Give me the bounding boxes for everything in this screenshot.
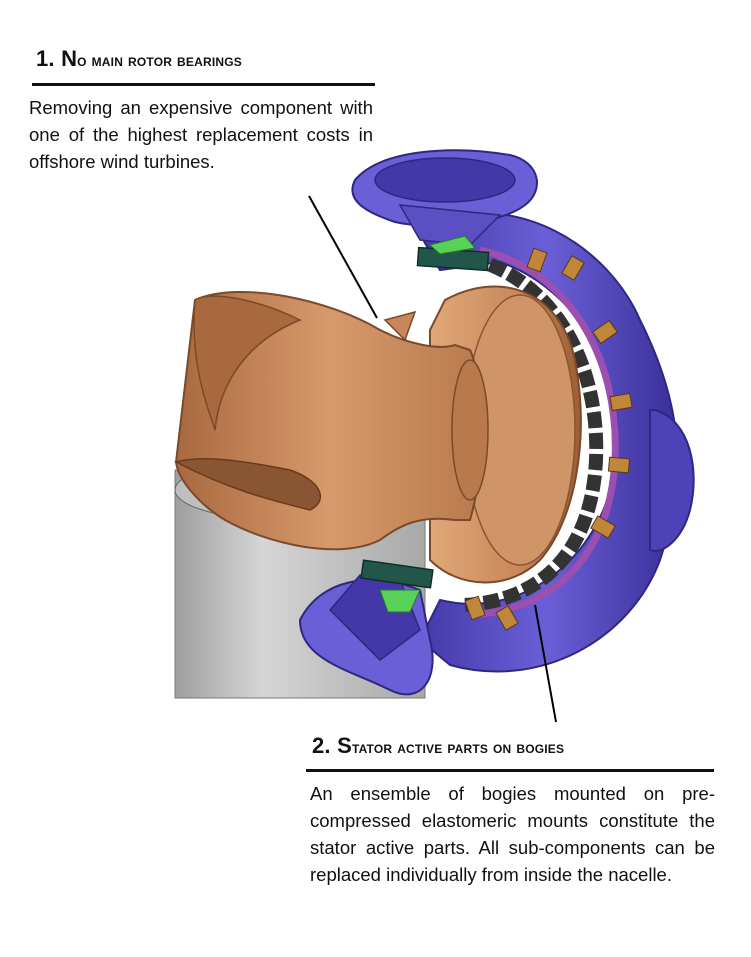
callout-1-text: Removing an expensive component with one… [29,97,373,172]
callout-2-heading: 2. STATOR ACTIVE PARTS ON BOGIES [312,733,564,759]
callout-2-title-rest: TATOR ACTIVE PARTS ON BOGIES [351,738,565,757]
callout-1-heading: 1. NO MAIN ROTOR BEARINGS [36,46,242,72]
callout-2-title-initial: S [337,733,352,758]
elastomeric-mounts [360,235,490,613]
leader-line-1 [308,195,378,319]
callout-2-text: An ensemble of bogies mounted on pre-com… [310,783,715,885]
stator-bogies [464,246,633,631]
callout-1-number: 1. [36,46,55,71]
rotor [173,285,582,584]
callout-2-number: 2. [312,733,331,758]
callout-2-rule [306,769,714,772]
callout-1-title-initial: N [61,46,78,71]
callout-1-title-rest: O MAIN ROTOR BEARINGS [77,51,242,70]
leader-line-2 [534,604,557,723]
callout-1-rule [32,83,375,86]
